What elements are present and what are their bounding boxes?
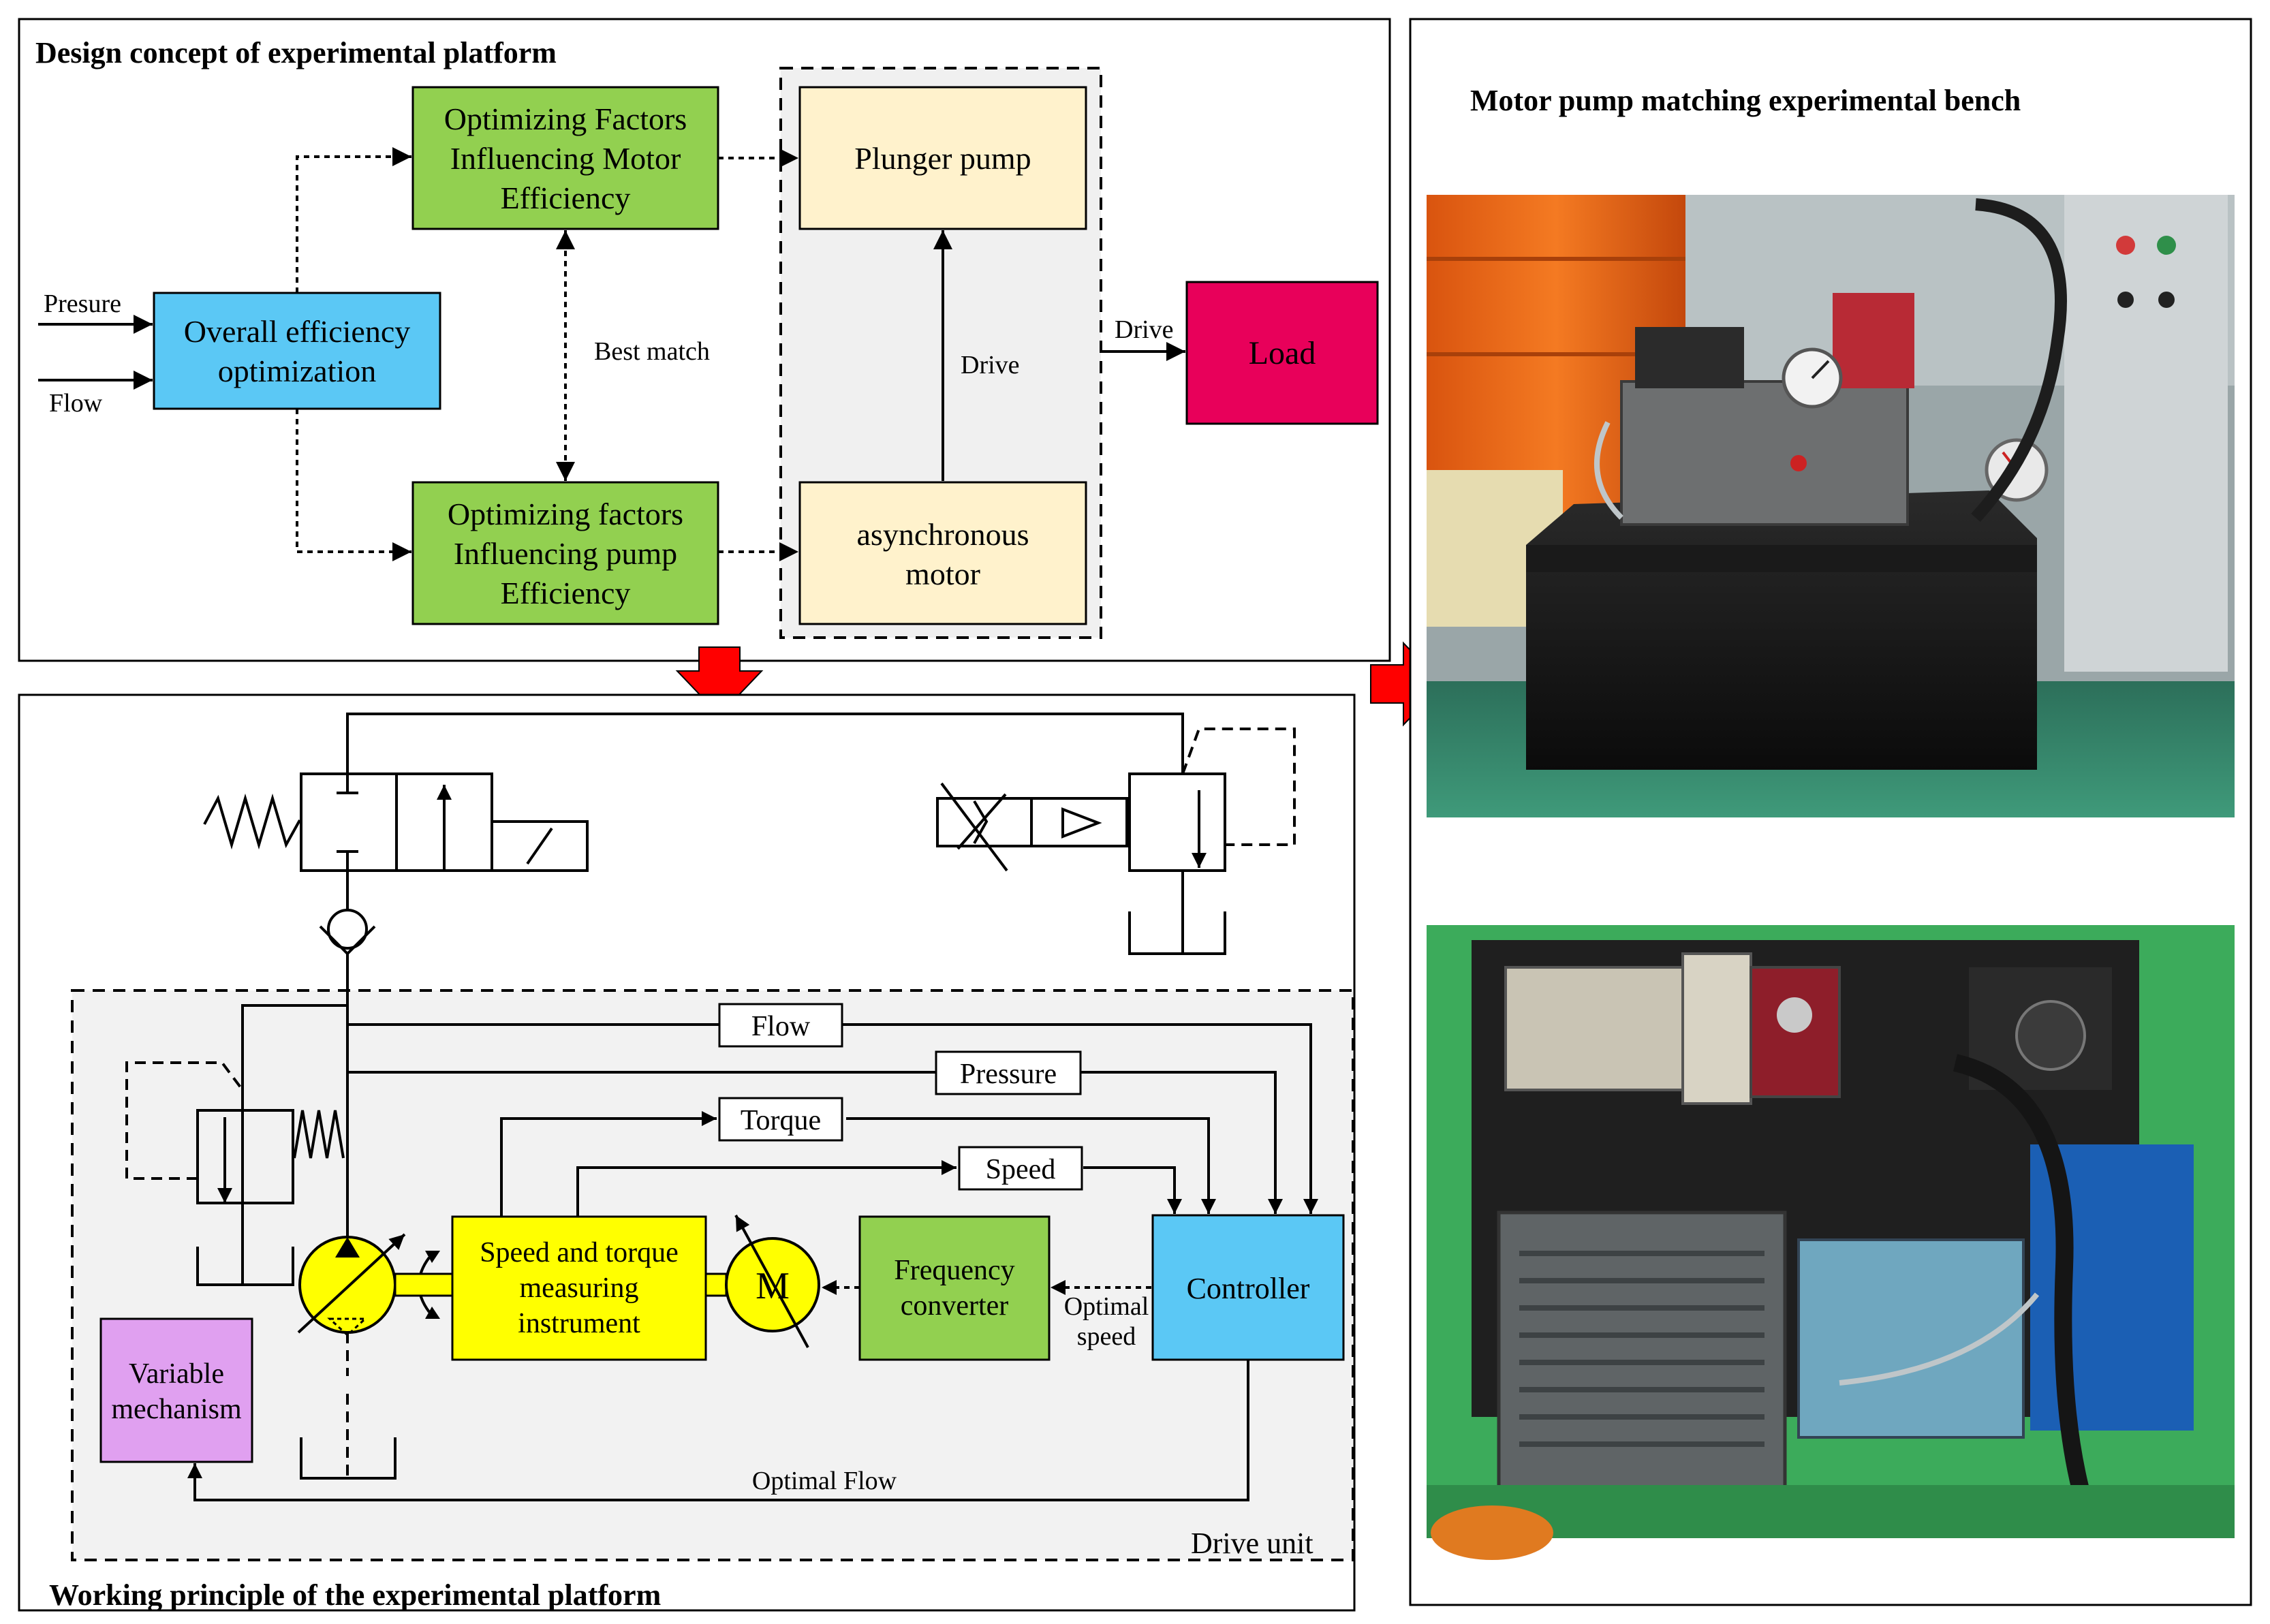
solenoid-valve-symbol [203, 772, 589, 872]
optimal-flow-label: Optimal Flow [752, 1467, 897, 1495]
speed-torque-instrument-box: Speed and torque measuring instrument [451, 1215, 707, 1361]
pressure-input-label: Presure [44, 290, 121, 318]
speed-signal-line [576, 1160, 957, 1217]
load-box: Load [1185, 281, 1379, 425]
flow-input-label: Flow [49, 389, 103, 418]
svg-text:converter: converter [901, 1290, 1009, 1322]
svg-text:Controller: Controller [1187, 1272, 1310, 1305]
drive-inner-label: Drive [961, 351, 1020, 379]
bench-panel-title: Motor pump matching experimental bench [1470, 84, 2021, 117]
svg-text:Overall efficiency: Overall efficiency [184, 314, 410, 349]
torque-signal-line [500, 1111, 717, 1217]
pressure-label-box: Pressure [935, 1050, 1082, 1095]
variable-mechanism-box: Variable mechanism [99, 1317, 253, 1463]
svg-text:Speed and torque: Speed and torque [480, 1237, 679, 1268]
to-pump-factors-arrow [296, 409, 411, 561]
to-motor-factors-arrow [296, 147, 411, 293]
drive-unit-label: Drive unit [1191, 1527, 1313, 1560]
torque-to-controller-line [846, 1117, 1216, 1214]
flow-label-box: Flow [718, 1003, 843, 1048]
main-pressure-line [346, 713, 1184, 774]
svg-text:optimization: optimization [218, 354, 377, 388]
async-motor-box: asynchronous motor [798, 481, 1087, 625]
svg-text:Speed: Speed [986, 1154, 1056, 1185]
torque-label-box: Torque [718, 1097, 843, 1142]
speed-to-controller-line [1083, 1166, 1182, 1214]
pump-shaft [394, 1272, 454, 1297]
optimal-speed-label-2: speed [1077, 1322, 1136, 1351]
svg-text:Efficiency: Efficiency [501, 576, 631, 610]
svg-text:Pressure: Pressure [960, 1059, 1057, 1090]
best-match-label: Best match [594, 337, 710, 366]
working-principle-panel: Working principle of the experimental pl… [18, 693, 1356, 1612]
speed-label-box: Speed [958, 1146, 1083, 1191]
svg-text:Optimizing Factors: Optimizing Factors [444, 102, 687, 136]
motor-shaft [704, 1272, 728, 1297]
variable-pump-symbol [297, 1233, 440, 1480]
svg-text:measuring: measuring [520, 1272, 639, 1304]
motor-symbol: M [725, 1215, 820, 1348]
design-panel-title: Design concept of experimental platform [35, 36, 557, 69]
working-panel-title: Working principle of the experimental pl… [49, 1578, 661, 1612]
svg-text:Influencing pump: Influencing pump [454, 536, 677, 571]
svg-text:Load: Load [1249, 335, 1316, 371]
optimal-flow-line [187, 1360, 1249, 1501]
check-valve-symbol [319, 909, 376, 1001]
svg-text:Optimizing factors: Optimizing factors [448, 497, 683, 531]
svg-text:Influencing Motor: Influencing Motor [450, 141, 681, 176]
motor-factors-box: Optimizing Factors Influencing Motor Eff… [411, 86, 719, 230]
down-red-arrow [675, 646, 764, 717]
bench-photo-front [1427, 195, 2235, 817]
flow-signal-line [347, 1023, 1318, 1214]
pressure-signal-line [347, 1071, 1283, 1214]
safety-valve-symbol [125, 1004, 347, 1286]
svg-text:Efficiency: Efficiency [501, 181, 631, 215]
svg-text:Plunger pump: Plunger pump [854, 141, 1031, 176]
drive-outer-label: Drive [1115, 315, 1174, 344]
svg-text:Flow: Flow [751, 1011, 811, 1042]
bench-photo-top [1427, 925, 2235, 1560]
svg-text:Torque: Torque [741, 1105, 821, 1136]
design-concept-panel: Design concept of experimental platform … [18, 18, 1391, 662]
svg-text:asynchronous: asynchronous [857, 517, 1029, 552]
pump-factors-box: Optimizing factors Influencing pump Effi… [411, 481, 719, 625]
relief-valve-symbol [936, 728, 1296, 955]
svg-text:instrument: instrument [518, 1308, 640, 1339]
svg-text:Frequency: Frequency [894, 1255, 1014, 1286]
svg-text:Variable: Variable [129, 1358, 224, 1390]
plunger-pump-box: Plunger pump [798, 86, 1087, 230]
controller-box: Controller [1151, 1214, 1345, 1361]
frequency-converter-box: Frequency converter [858, 1215, 1051, 1361]
svg-text:mechanism: mechanism [111, 1394, 242, 1425]
optimal-speed-label-1: Optimal [1064, 1292, 1149, 1321]
bench-panel: Motor pump matching experimental bench [1409, 18, 2252, 1606]
svg-text:motor: motor [905, 557, 980, 591]
svg-text:M: M [756, 1265, 790, 1307]
overall-efficiency-box: Overall efficiency optimization [153, 292, 441, 410]
